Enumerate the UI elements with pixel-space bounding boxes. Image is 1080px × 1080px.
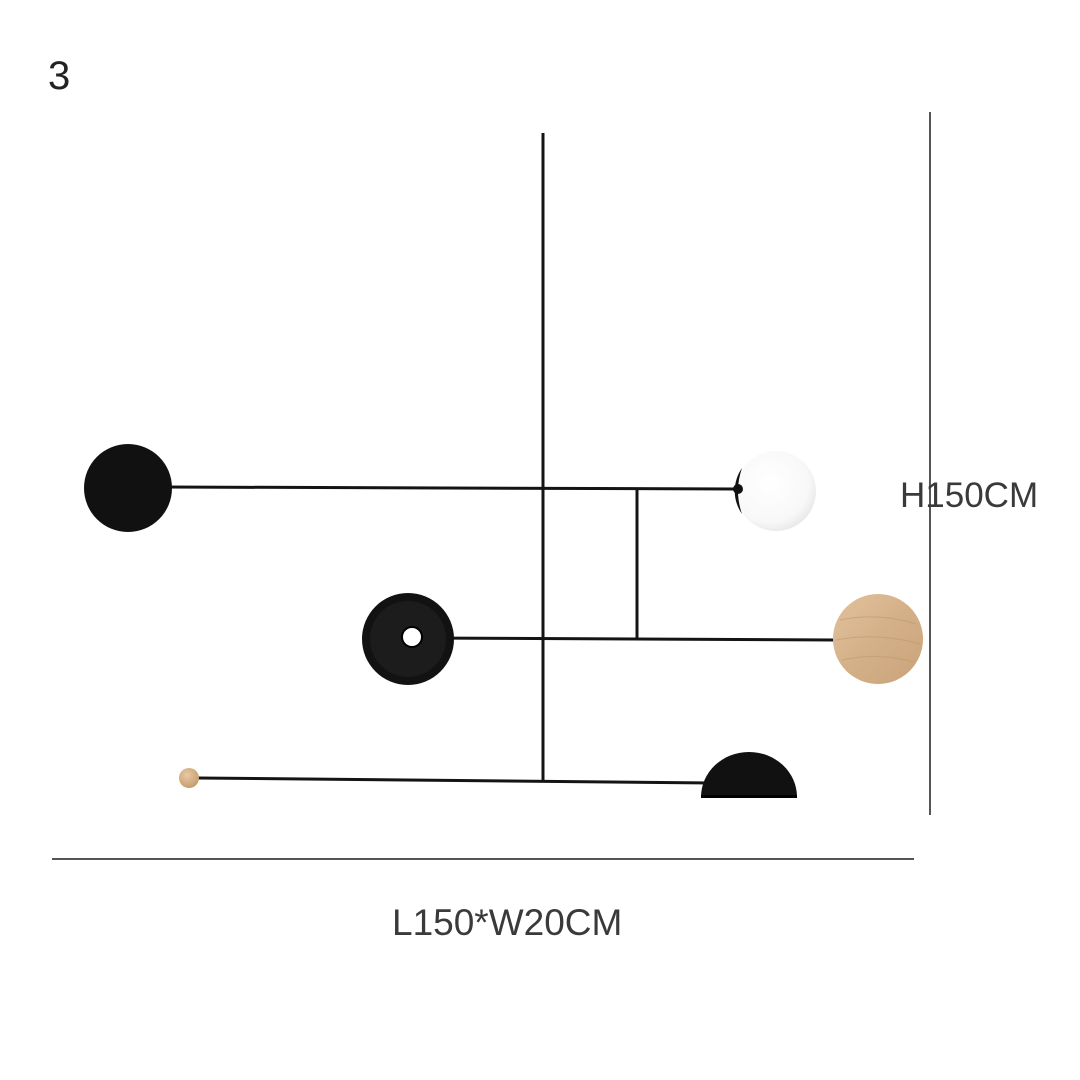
- black-dish-shade: [362, 593, 454, 685]
- middle-arm-rod: [419, 636, 836, 642]
- black-disc-shade: [84, 444, 172, 532]
- white-globe-lamp: [733, 451, 816, 531]
- wooden-disc: [833, 594, 923, 684]
- height-dimension-label: H150CM: [900, 476, 1039, 515]
- length-width-dimension-label: L150*W20CM: [392, 902, 623, 943]
- upper-arm-rod: [164, 485, 736, 491]
- variant-number: 3: [48, 54, 71, 98]
- lamp-rods: [164, 133, 836, 785]
- black-dome-shade: [701, 752, 797, 798]
- lower-arm-rod: [197, 776, 713, 785]
- wooden-ball-counterweight: [179, 768, 199, 788]
